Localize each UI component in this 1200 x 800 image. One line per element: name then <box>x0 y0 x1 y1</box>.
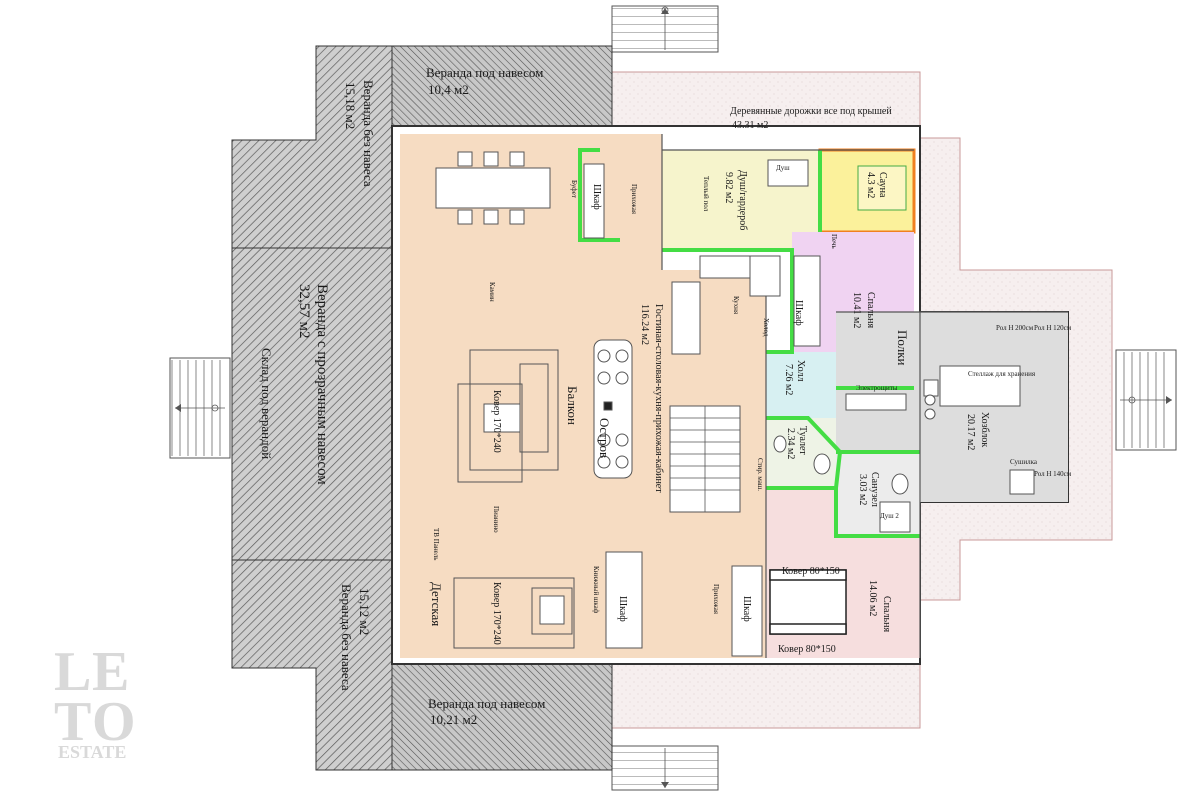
label-rack-1: Рол Н 120см <box>1034 324 1072 332</box>
dining-table <box>435 151 551 225</box>
label-veranda-bottom-area: 10,21 м2 <box>430 712 477 727</box>
label-rack-2: Рол Н 140см <box>1034 470 1072 478</box>
label-living-area: 116.24 м2 <box>639 304 650 345</box>
label-living: Гостиная-столовая-кухня-прихожая-кабинет <box>653 304 664 493</box>
label-veranda-nw-area: 15,18 м2 <box>343 82 358 129</box>
staircase <box>669 405 741 513</box>
logo-subtitle: ESTATE <box>58 742 126 762</box>
label-bedroom-1: Спальня <box>865 292 876 328</box>
label-veranda-top: Веранда под навесом <box>426 65 543 80</box>
label-island: Остров <box>597 418 612 458</box>
label-dryer: Сушилка <box>1010 458 1038 466</box>
label-hallway-2: Прихожая <box>712 584 720 615</box>
label-wardrobe-2: Шкаф <box>617 596 628 622</box>
interior-walls <box>661 134 1068 658</box>
label-hallway: Прихожая <box>630 184 638 215</box>
label-veranda-top-area: 10,4 м2 <box>428 82 469 97</box>
svg-text:E: E <box>92 641 129 703</box>
label-veranda-bottom: Веранда под навесом <box>428 696 545 711</box>
label-tv-panel: ТВ Панель <box>432 528 440 560</box>
label-bedroom-1-area: 10.41 м2 <box>851 292 862 328</box>
label-balcony: Балкон <box>565 386 580 425</box>
steps-west <box>169 357 231 459</box>
svg-text:T: T <box>54 691 91 753</box>
steps-bottom <box>611 745 719 791</box>
label-rug-3: Ковер 80*150 <box>782 566 840 577</box>
leto-estate-logo: L E T O ESTATE <box>54 641 136 762</box>
label-rug-4: Ковер 80*150 <box>778 644 836 655</box>
label-warm-floor: Теплый пол <box>702 176 710 212</box>
label-storage-shelf: Стеллаж для хранения <box>968 370 1036 378</box>
steps-east <box>1115 349 1177 451</box>
label-toilet-area: 2.34 м2 <box>785 428 796 459</box>
label-rug-2: Ковер 170*240 <box>491 582 502 645</box>
label-piano: Пианино <box>492 506 500 533</box>
label-shower-2: Душ 2 <box>880 512 899 520</box>
svg-text:O: O <box>92 691 136 753</box>
label-bathroom: Санузел <box>869 472 880 507</box>
kids-area <box>453 577 575 649</box>
label-kids: Детская <box>429 582 444 626</box>
label-bedroom-2-area: 14.06 м2 <box>867 580 878 616</box>
label-utility-area: 20.17 м2 <box>965 414 976 450</box>
label-electric: Электрощиты <box>856 384 898 392</box>
steps-top <box>611 5 719 53</box>
label-wardrobe-4: Шкаф <box>793 300 804 326</box>
room-labels: Веранда под навесом 10,4 м2 Веранда под … <box>259 65 1072 727</box>
utility-equipment <box>845 365 1035 495</box>
label-sauna: Сауна <box>877 172 888 198</box>
label-fireplace: Камин <box>488 282 496 302</box>
label-furnace: Печь <box>830 234 838 249</box>
bathroom-fixtures <box>767 159 911 533</box>
label-book-shelf: Книжный шкаф <box>592 566 600 614</box>
label-veranda-sw-area: 15,12 м2 <box>357 588 372 635</box>
label-wash: Стир. маш. <box>756 458 764 491</box>
wardrobes <box>583 163 821 657</box>
label-wardrobe-3: Шкаф <box>741 596 752 622</box>
kitchen-island <box>593 339 633 479</box>
label-veranda-west: Веранда с прозрачным навесом <box>314 284 330 485</box>
label-bedroom-2: Спальня <box>881 596 892 632</box>
bedroom-2-bed <box>769 569 847 635</box>
green-walls <box>578 148 920 538</box>
label-bathroom-area: 3.03 м2 <box>857 474 868 505</box>
label-wardrobe-1: Шкаф <box>591 184 602 210</box>
room-hall <box>766 352 836 418</box>
label-walkways: Деревянные дорожки все под крышей <box>730 106 892 117</box>
label-shower-room: Душ/гардероб <box>737 170 748 230</box>
svg-text:L: L <box>54 641 91 703</box>
room-toilet <box>766 418 836 488</box>
label-veranda-nw: Веранда без навеса <box>361 80 376 187</box>
label-kitchen: Кухня <box>732 296 740 315</box>
living-sofa-area <box>457 349 559 483</box>
label-walkways-area: 43.31 м2 <box>732 120 768 131</box>
label-shower-room-area: 9.82 м2 <box>723 172 734 203</box>
label-veranda-west-area: 32,57 м2 <box>296 284 312 339</box>
label-shelves: Полки <box>895 330 910 366</box>
label-veranda-west-note: Склад под верандой <box>259 348 274 459</box>
veranda-top <box>391 45 613 127</box>
veranda-bottom <box>391 663 613 771</box>
label-fridge: Холод <box>762 318 770 337</box>
label-rack-3: Рол Н 200см <box>996 324 1034 332</box>
veranda-west <box>231 247 393 561</box>
kitchen-counters <box>671 255 781 355</box>
room-sauna <box>818 148 916 234</box>
label-toilet: Туалет <box>797 426 808 455</box>
label-hall: Холл <box>795 360 806 381</box>
label-veranda-sw: Веранда без навеса <box>339 584 354 691</box>
label-utility: Хозблок <box>979 412 990 447</box>
label-hall-area: 7.26 м2 <box>783 364 794 395</box>
label-buffet: Буфет <box>570 180 578 198</box>
label-sauna-area: 4.3 м2 <box>865 172 876 198</box>
label-shower: Душ <box>776 164 790 172</box>
label-rug-1: Ковер 170*240 <box>491 390 502 453</box>
